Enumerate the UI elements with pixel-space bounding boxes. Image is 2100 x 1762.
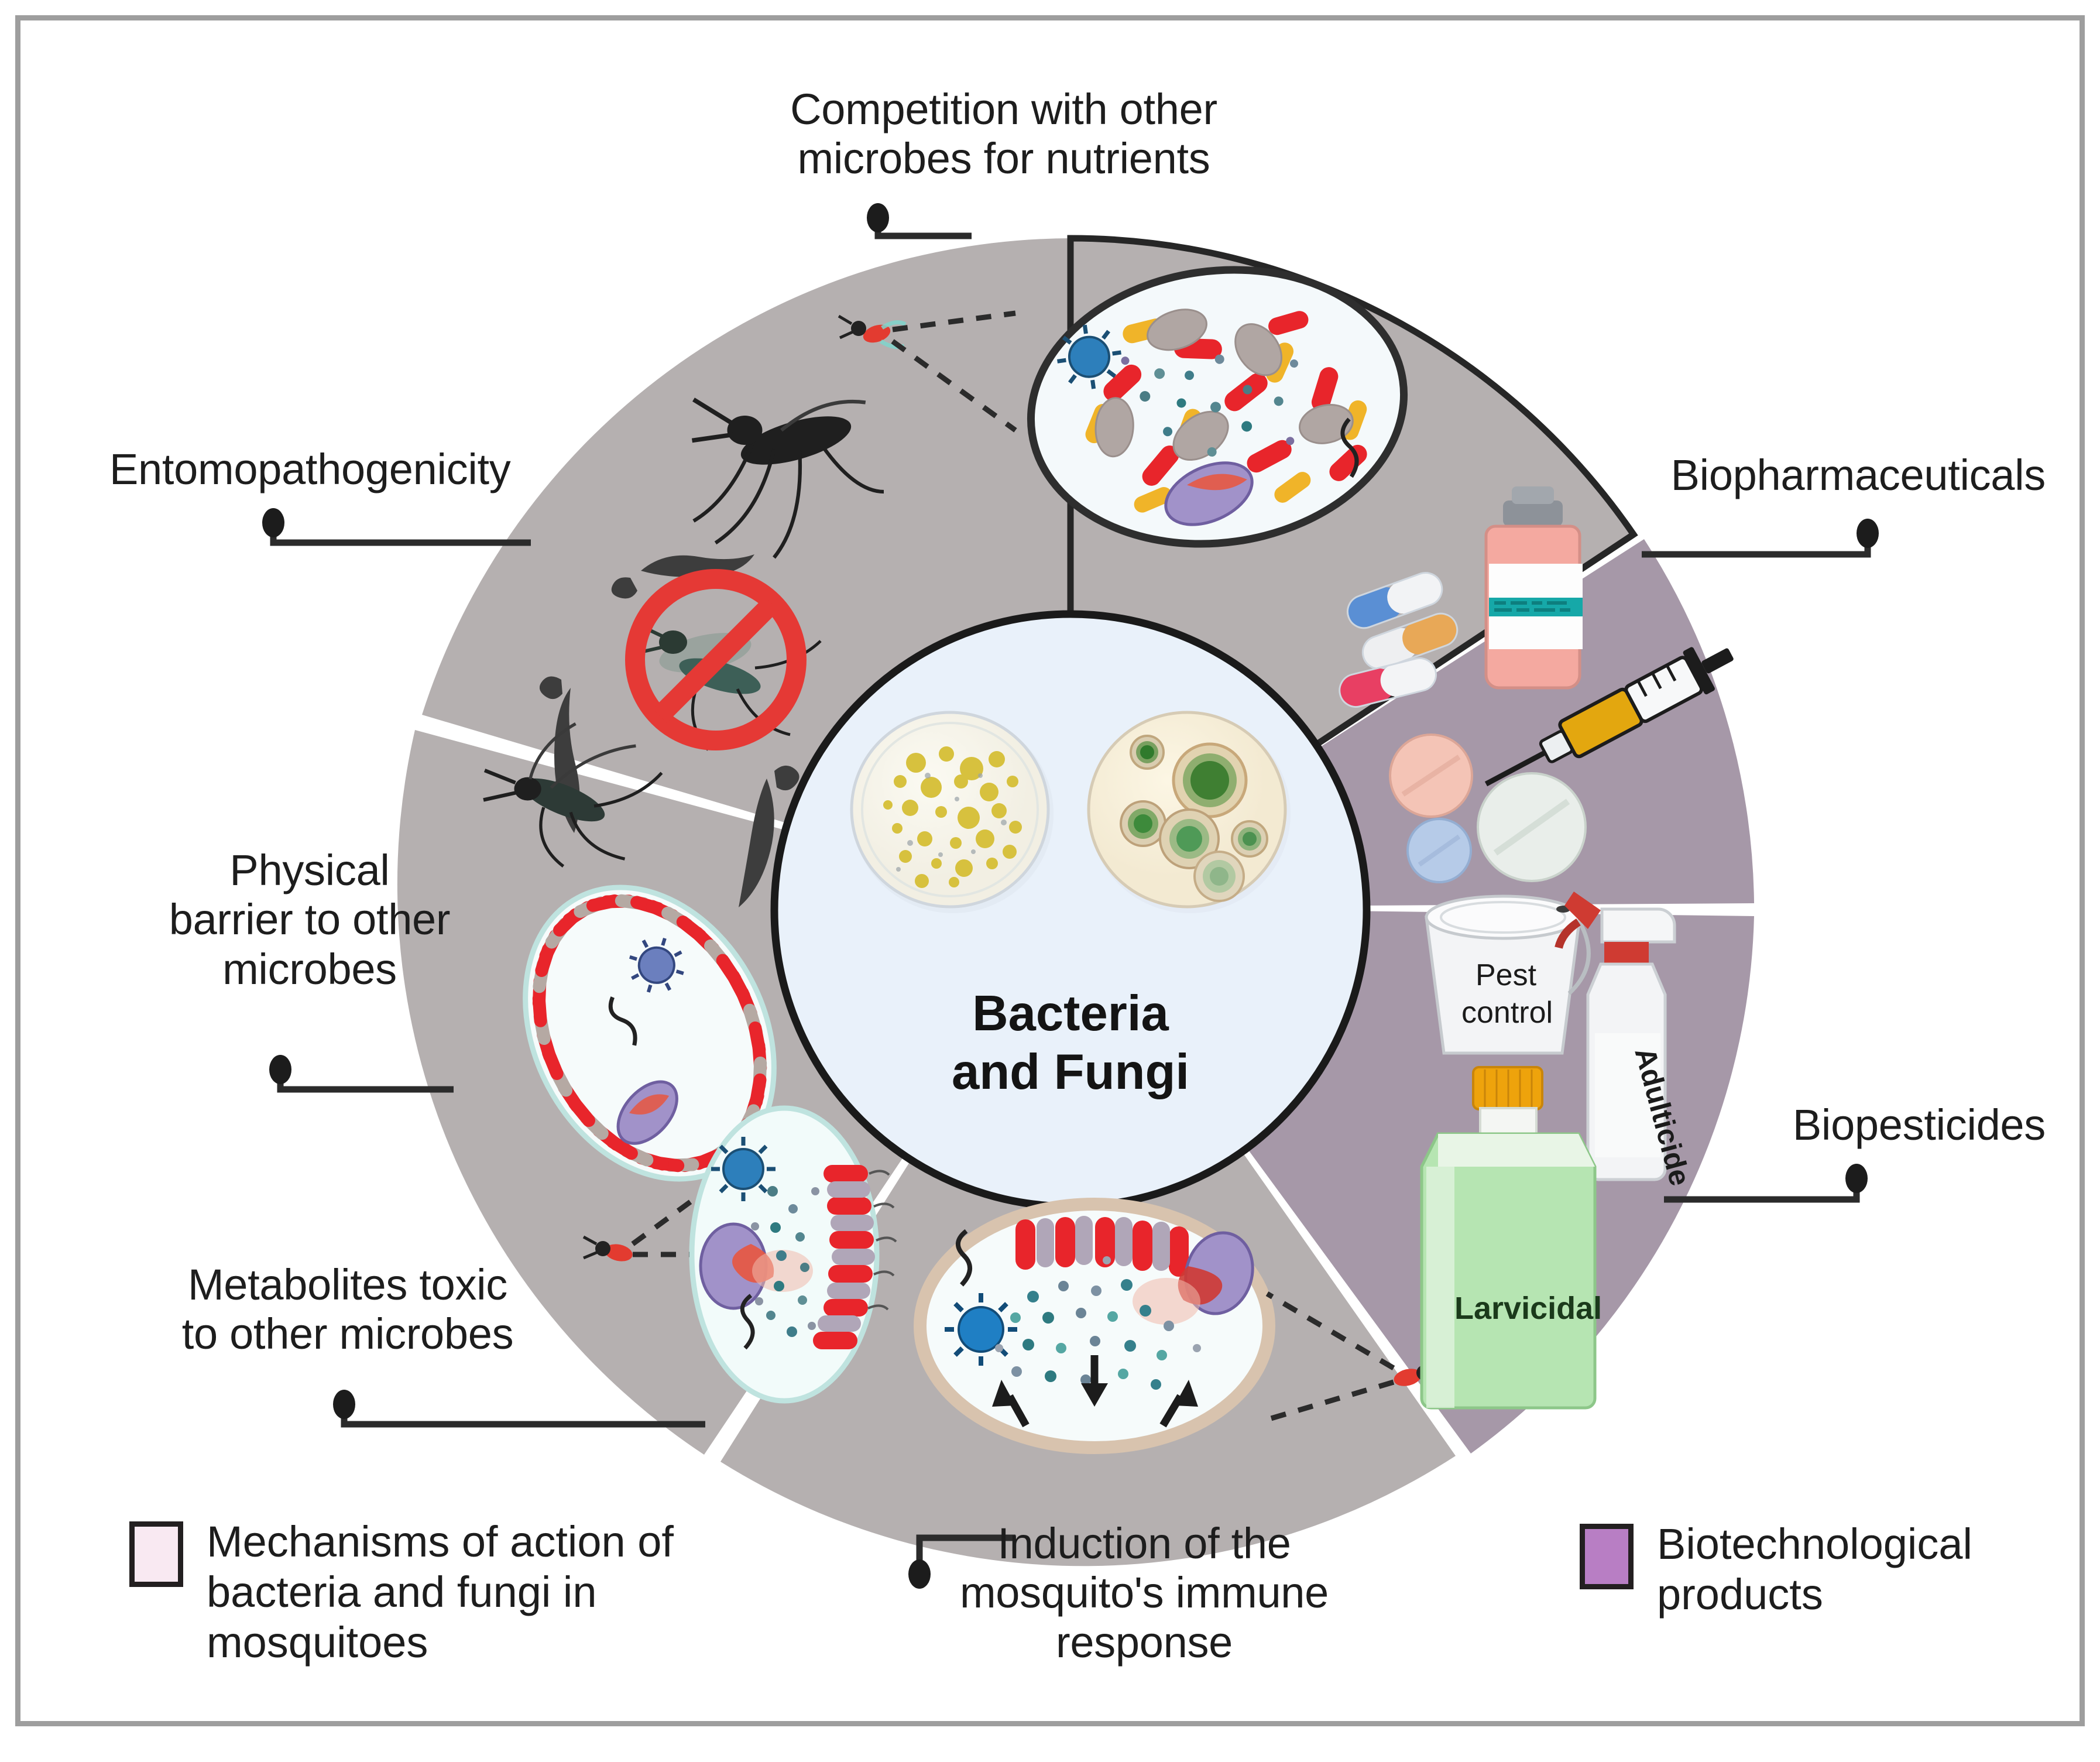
illustration-competition-gut bbox=[838, 266, 1408, 548]
metabolite-dots bbox=[751, 1186, 819, 1337]
callout-label-immune: Induction of the mosquito's immune respo… bbox=[959, 1519, 1329, 1667]
vaccine-vial-icon bbox=[1484, 486, 1583, 690]
immune-effector-dots bbox=[995, 1256, 1201, 1390]
leader-immune bbox=[908, 1534, 1015, 1589]
center-title-line1: Bacteria bbox=[972, 986, 1169, 1041]
illustration-physical-barrier bbox=[523, 885, 777, 1182]
leader-biopharmaceuticals bbox=[1642, 519, 1879, 558]
diagram-stage: Bacteria and Fungi bbox=[20, 20, 2080, 1721]
center-circle bbox=[770, 610, 1371, 1211]
illustration-biopharmaceuticals bbox=[1339, 486, 1734, 883]
wall-bacteria bbox=[813, 1165, 897, 1349]
tablet-pink bbox=[1389, 733, 1473, 818]
pest-control-label-line1: Pest bbox=[1476, 958, 1537, 992]
capsule-pink bbox=[1339, 657, 1437, 708]
wheel-diagram: Bacteria and Fungi bbox=[262, 203, 1879, 1589]
tablet-blue bbox=[1406, 818, 1472, 883]
leader-metabolites bbox=[333, 1390, 705, 1428]
larvicidal-label: Larvicidal bbox=[1454, 1291, 1602, 1326]
pest-control-bucket: Pest control bbox=[1425, 894, 1591, 1055]
gut-wall-bacteria-ring bbox=[532, 894, 767, 1173]
center-title-line2: and Fungi bbox=[952, 1044, 1189, 1100]
callout-label-metabolites: Metabolites toxic to other microbes bbox=[181, 1260, 514, 1359]
virus-icon bbox=[945, 1293, 1017, 1366]
virus-icon bbox=[629, 937, 684, 993]
segment-competition-outline bbox=[1067, 235, 1638, 914]
mosquito-adult-icon bbox=[691, 397, 884, 559]
callout-label-competition: Competition with other microbes for nutr… bbox=[790, 85, 1217, 183]
illustration-biopesticides: Pest control Adulticide Larvicid bbox=[1420, 892, 1697, 1410]
leader-biopesticides bbox=[1664, 1164, 1868, 1203]
legend-biotech: Biotechnological products bbox=[1580, 1519, 2083, 1620]
legend-text-biotech: Biotechnological products bbox=[1657, 1520, 1972, 1619]
mosquito-dead-icon bbox=[483, 722, 663, 868]
leader-physical-barrier bbox=[269, 1055, 454, 1093]
capsule-orange bbox=[1361, 612, 1459, 670]
legend-swatch-biotech bbox=[1580, 1524, 1634, 1589]
illustration-immune-response bbox=[914, 1198, 1445, 1454]
illustration-metabolites-toxic bbox=[582, 1105, 897, 1404]
legend-swatch-mechanisms bbox=[129, 1521, 183, 1587]
illustration-entomopathogenicity bbox=[483, 397, 884, 907]
mosquito-red-icon bbox=[838, 314, 907, 349]
syringe-icon bbox=[1484, 647, 1734, 787]
tablet-white bbox=[1477, 772, 1587, 882]
legend-text-mechanisms: Mechanisms of action of bacteria and fun… bbox=[207, 1517, 674, 1667]
capsule-blue bbox=[1346, 572, 1443, 629]
callout-label-physical-barrier: Physical barrier to other microbes bbox=[169, 846, 451, 993]
callout-label-biopharmaceuticals: Biopharmaceuticals bbox=[1670, 451, 2046, 499]
figure-frame: Bacteria and Fungi bbox=[15, 15, 2085, 1726]
pest-control-label-line2: control bbox=[1461, 996, 1553, 1030]
center-circle-group[interactable]: Bacteria and Fungi bbox=[770, 610, 1371, 1211]
mosquito-red-icon bbox=[582, 1235, 633, 1261]
callout-leaders bbox=[262, 203, 1879, 1589]
prohibition-sign-icon bbox=[625, 569, 822, 751]
fungi-petri-dish bbox=[1087, 711, 1291, 913]
leader-entomopathogenicity bbox=[262, 508, 531, 546]
leader-competition bbox=[867, 203, 972, 239]
virus-icon bbox=[711, 1137, 776, 1201]
immune-arrows bbox=[992, 1355, 1198, 1428]
virus-icon bbox=[1057, 324, 1121, 389]
protozoan-icon bbox=[1164, 461, 1254, 526]
protozoan-lysing-icon bbox=[699, 1222, 813, 1310]
legend-mechanisms: Mechanisms of action of bacteria and fun… bbox=[129, 1517, 820, 1667]
bacteria-petri-dish bbox=[850, 711, 1054, 913]
callout-label-biopesticides: Biopesticides bbox=[1792, 1101, 2046, 1149]
larvicidal-jug: Larvicidal bbox=[1420, 1066, 1602, 1410]
callout-label-entomopathogenicity: Entomopathogenicity bbox=[109, 445, 511, 493]
protozoan-icon bbox=[616, 1080, 678, 1145]
